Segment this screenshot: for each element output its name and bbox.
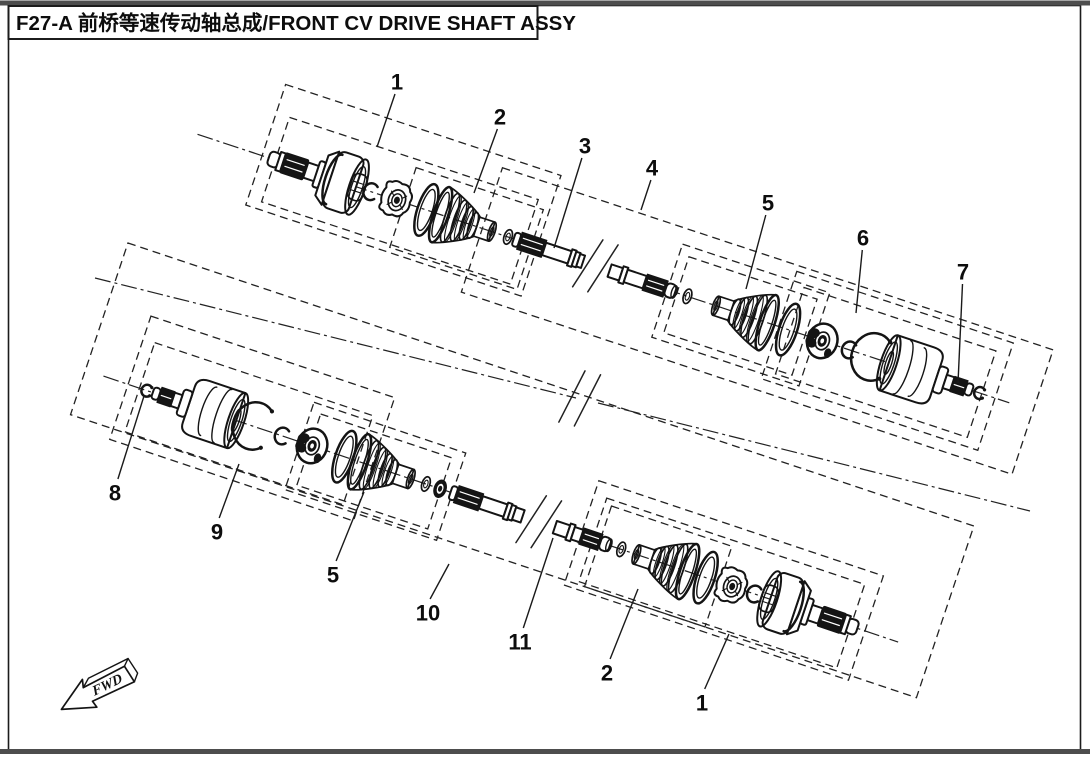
callout-7-6[interactable]: 7 [955,258,971,287]
group-box-outer-joint-1-outer [563,479,885,682]
fwd-arrow-body [60,665,136,711]
group-box-boot-kit-2 [388,166,545,291]
callout-leader-8-7 [117,395,145,480]
fwd-arrow-side-edge [127,657,139,683]
callout-leader-9-8 [218,463,240,519]
group-box-inner-joint-6-outer [760,270,1015,452]
fwd-arrow-top-edge [82,657,129,689]
small-clamp-ring [680,287,695,306]
snap-ring [271,424,292,447]
spline-washer [431,477,450,500]
shaft-break-mark [571,239,619,293]
drive-shaft-upper [511,231,679,299]
callout-5-4[interactable]: 5 [760,189,776,218]
title-box [7,5,539,40]
vehicle-centerline [94,277,1031,512]
spline-nut [375,176,417,222]
callout-leader-2-12 [609,588,639,660]
inner-cv-joint-cup [871,331,983,420]
callout-10-10[interactable]: 10 [414,599,442,628]
group-box-outer-joint-1-outer [244,83,562,297]
callout-3-2[interactable]: 3 [577,132,593,161]
upper-drive-shaft-assembly [197,83,1054,476]
callout-leader-10-10 [429,563,450,600]
callout-2-12[interactable]: 2 [599,659,615,688]
callout-leader-4-3 [640,179,652,211]
callout-4-3[interactable]: 4 [644,154,661,183]
callout-5-9[interactable]: 5 [325,561,341,590]
group-box-inner-joint-9-outer [108,315,396,522]
callout-1-0[interactable]: 1 [389,68,405,97]
callout-8-7[interactable]: 8 [107,479,123,508]
group-box-shaft-assy-10 [69,242,975,699]
lower-drive-shaft-assembly [69,242,975,699]
callout-leader-11-11 [522,537,554,629]
title-block: F27-A 前桥等速传动轴总成/FRONT CV DRIVE SHAFT ASS… [7,5,576,40]
group-box-inner-joint-9-inner [124,341,374,506]
callouts-layer: 1 2 3 4 5 6 7 8 9 5 10 11 2 1 [107,68,971,718]
drive-shaft-lower [447,485,613,553]
callout-leader-5-4 [745,214,767,290]
callout-leader-2-1 [473,128,499,194]
callout-leader-5-9 [335,491,365,562]
callout-2-1[interactable]: 2 [492,103,508,132]
group-box-boot-kit-5-outer [650,243,831,387]
spider-cage [799,317,844,364]
callout-leader-6-5 [855,249,863,314]
group-box-shaft-assy-4 [460,166,1054,476]
group-box-boot-kit-5-inner [662,255,818,376]
callout-leader-7-6 [957,283,964,384]
callout-9-8[interactable]: 9 [209,518,225,547]
page-title: F27-A 前桥等速传动轴总成/FRONT CV DRIVE SHAFT ASS… [16,11,576,35]
callout-1-13[interactable]: 1 [694,689,710,718]
axis-centerline [613,271,1010,404]
callout-11-11[interactable]: 11 [506,628,533,657]
callout-leader-1-13 [704,633,730,690]
outer-cv-joint [258,128,376,219]
callout-leader-3-2 [553,157,583,249]
boot-clamp-ring [408,180,445,240]
cv-boot-outer [622,524,706,603]
shaft-break-mark [515,495,563,549]
centerline-break [558,370,602,427]
spider-cage [288,422,334,469]
callout-leader-1-0 [376,93,396,148]
inner-cv-joint-cup [142,364,255,452]
outer-cv-joint [750,567,868,658]
fwd-arrow: FWD [60,657,139,711]
callout-6-5[interactable]: 6 [855,224,871,253]
